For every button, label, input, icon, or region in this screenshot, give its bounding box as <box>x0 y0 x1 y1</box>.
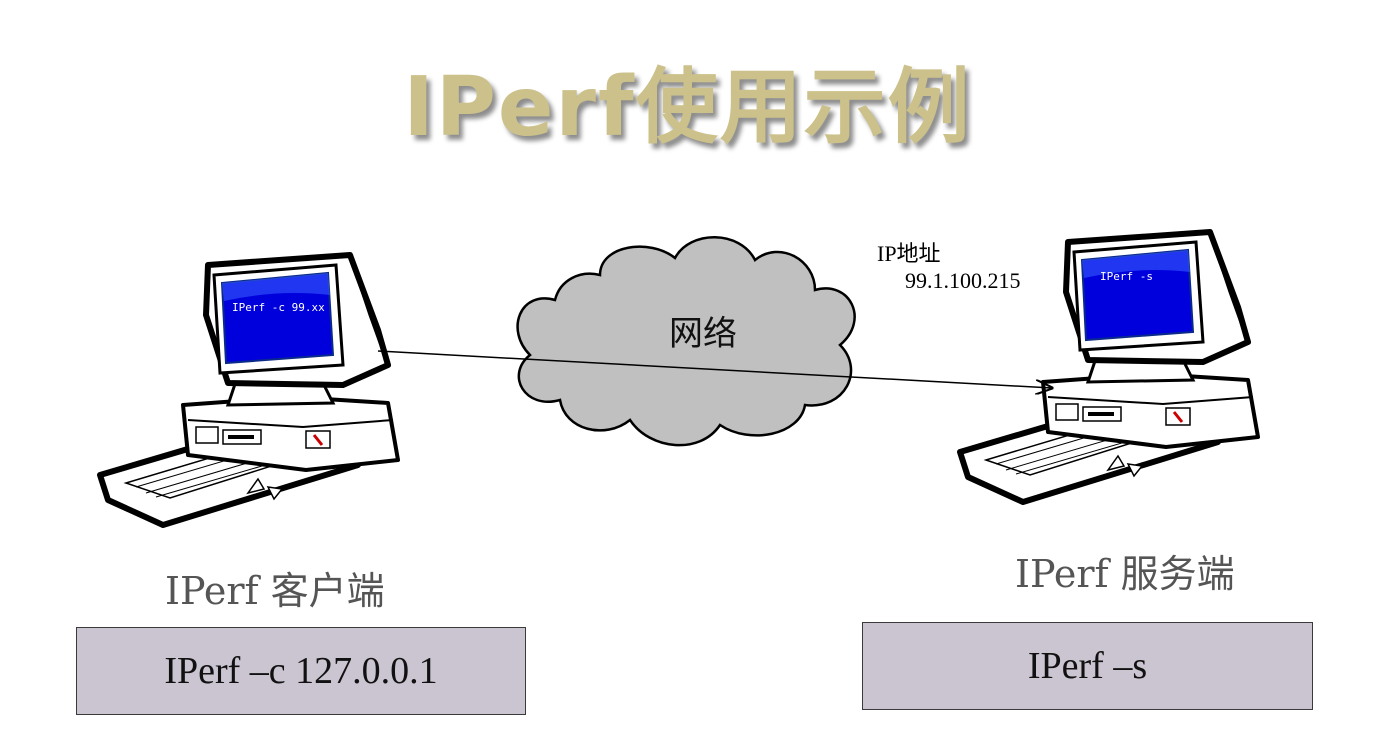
client-screen-text: IPerf -c 99.xx <box>232 301 325 314</box>
client-computer-icon: IPerf -c 99.xx <box>100 255 398 525</box>
page-title: IPerf使用示例 <box>403 60 972 155</box>
server-command-text: IPerf –s <box>1027 645 1148 687</box>
network-label: 网络 <box>669 314 737 354</box>
ip-address-label: IP地址 <box>877 241 941 266</box>
network-cloud-icon: 网络 <box>516 236 856 447</box>
server-computer-icon: IPerf -s <box>960 232 1258 502</box>
client-caption: IPerf 客户端 <box>165 569 385 613</box>
server-command-box: IPerf –s <box>862 622 1313 710</box>
client-command-text: IPerf –c 127.0.0.1 <box>164 650 438 692</box>
client-command-box: IPerf –c 127.0.0.1 <box>76 627 526 715</box>
ip-address-value: 99.1.100.215 <box>905 268 1021 293</box>
server-screen-text: IPerf -s <box>1100 270 1153 283</box>
connection-arrow <box>377 350 1052 388</box>
server-caption: IPerf 服务端 <box>1015 552 1235 596</box>
